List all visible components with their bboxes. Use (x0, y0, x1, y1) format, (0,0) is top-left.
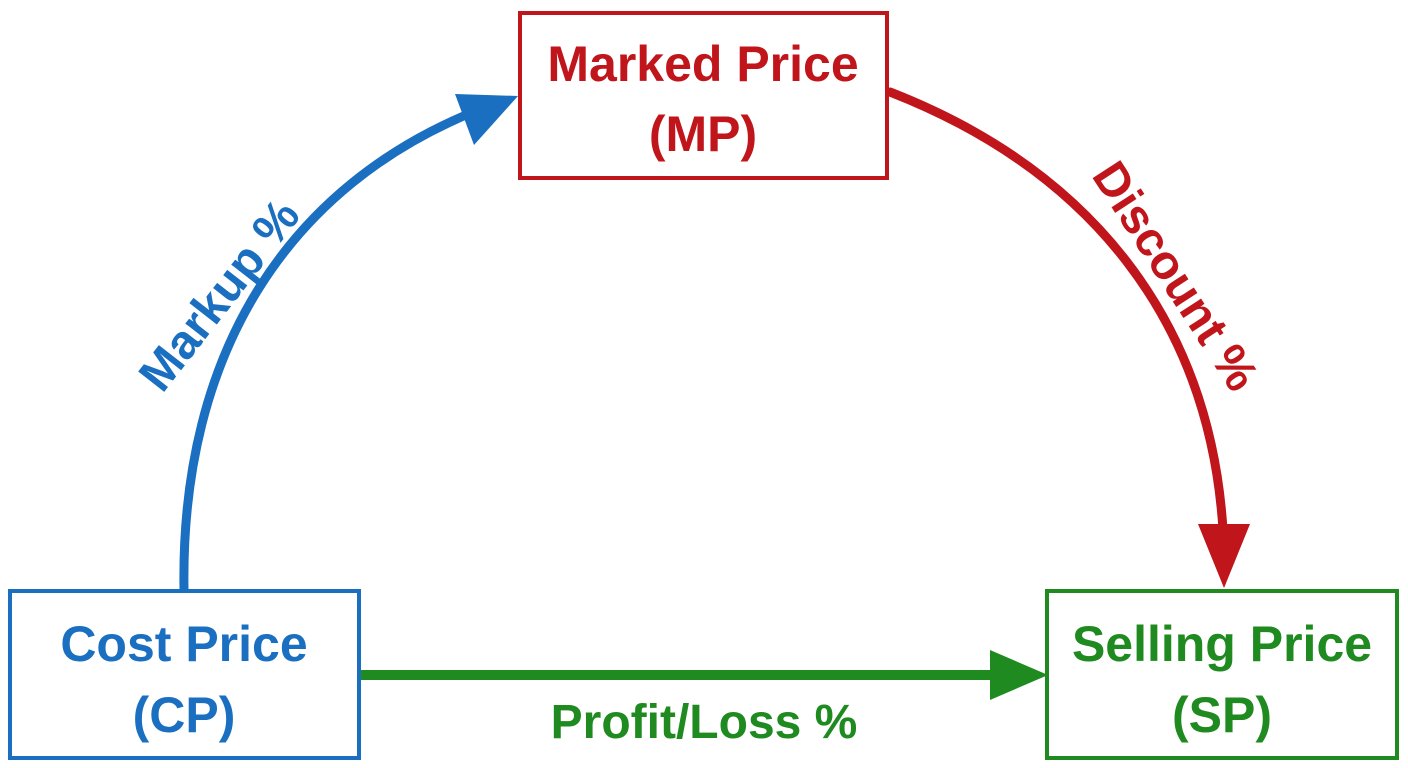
profit-loss-label: Profit/Loss % (551, 696, 858, 749)
discount-arrow-line (885, 87, 1228, 535)
discount-label: Discount % (1082, 153, 1269, 401)
cost-price-label: Cost Price (60, 616, 307, 672)
marked-price-label: Marked Price (547, 36, 858, 92)
cost-price-abbr: (CP) (133, 687, 236, 743)
marked-price-box (518, 11, 889, 180)
discount-arrow (885, 87, 1250, 588)
marked-price-node: Marked Price (MP) (518, 11, 889, 180)
cost-price-node: Cost Price (CP) (8, 589, 361, 760)
markup-arrowhead (455, 94, 518, 145)
markup-arrow (179, 94, 518, 595)
markup-arrow-line (179, 105, 483, 595)
marked-price-abbr: (MP) (649, 106, 757, 162)
selling-price-label: Selling Price (1072, 616, 1372, 672)
selling-price-box (1045, 589, 1399, 760)
cost-price-box (8, 589, 361, 760)
selling-price-node: Selling Price (SP) (1045, 589, 1399, 760)
discount-arrowhead (1198, 524, 1250, 588)
selling-price-abbr: (SP) (1172, 687, 1272, 743)
profit-loss-arrow (360, 650, 1048, 700)
profit-loss-arrowhead (990, 650, 1048, 700)
